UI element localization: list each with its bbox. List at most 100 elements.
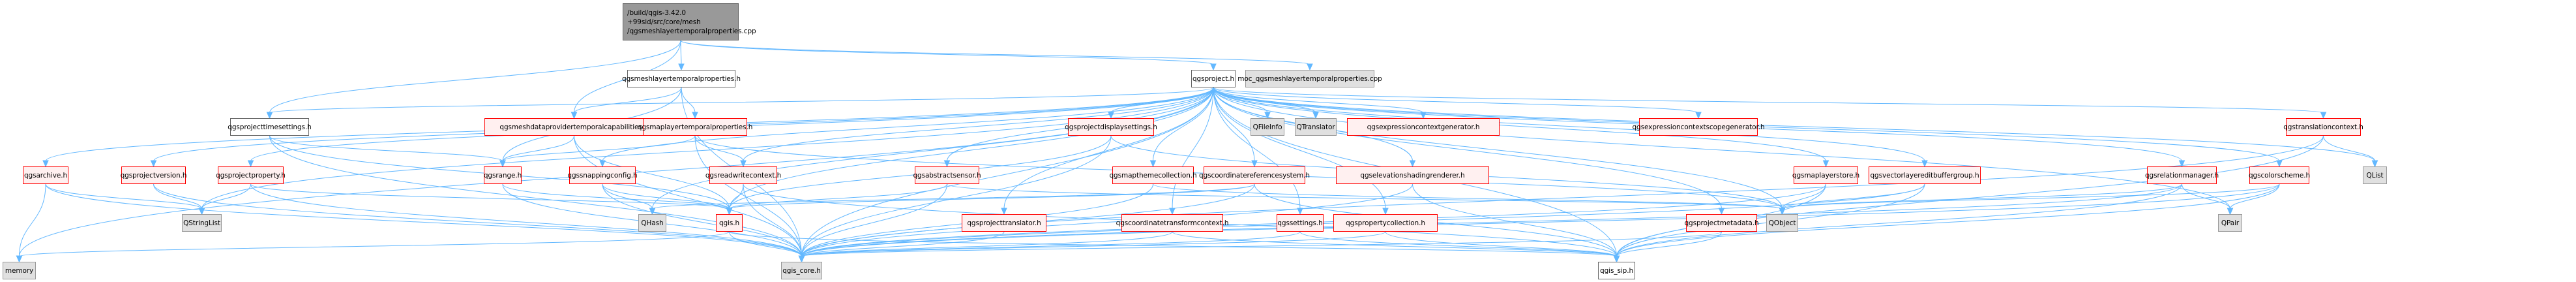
edge-meshdpcap-to-range <box>502 135 574 162</box>
edge-arrowhead <box>1264 112 1271 119</box>
graph-node-maplayerstore[interactable]: qgsmaplayerstore.h <box>1792 166 1859 184</box>
edge-qgis_h-to-qgis_sip <box>729 231 1617 257</box>
edge-arrowhead <box>692 112 698 119</box>
edge-arrowhead <box>649 208 656 215</box>
edge-snapping-to-qhash <box>602 183 653 210</box>
edge-projecttranslator-to-qgis_core <box>801 231 1005 257</box>
edge-arrowhead <box>2227 208 2234 215</box>
graph-node-vlebg[interactable]: qgsvectorlayereditbuffergroup.h <box>1869 166 1981 184</box>
graph-node-qgis-core[interactable]: qgis_core.h <box>781 262 822 279</box>
edge-projecttimesettings-to-range <box>269 135 503 162</box>
edge-abstractsensor-to-qgis_h <box>729 183 947 210</box>
edge-arrowhead <box>1779 208 1786 215</box>
graph-node-projectversion[interactable]: qgsprojectversion.h <box>121 166 187 184</box>
graph-node-mapthemecoll[interactable]: qgsmapthemecollection.h <box>1109 166 1197 184</box>
edge-qgis_h-to-memory <box>19 231 730 257</box>
graph-node-qstringlist[interactable]: QStringList <box>182 214 222 232</box>
graph-node-colorscheme[interactable]: qgscolorscheme.h <box>2249 166 2310 184</box>
edge-project_h-to-qpair <box>1213 87 2230 210</box>
edge-crs-to-qgis_h <box>729 183 1255 210</box>
graph-node-exprctxscope[interactable]: qgsexpressioncontextscopegenerator.h <box>1632 118 1765 136</box>
edge-snapping-to-qgis_h <box>602 183 730 210</box>
edge-root-to-moc <box>680 40 1310 65</box>
graph-node-projectproperty[interactable]: qgsprojectproperty.h <box>216 166 286 184</box>
edge-project_h-to-projecttimesettings <box>269 87 1214 114</box>
graph-node-qhash[interactable]: QHash <box>638 214 666 232</box>
edge-arrowhead <box>247 160 254 168</box>
graph-node-elevshading[interactable]: qgselevationshadingrenderer.h <box>1336 166 1489 184</box>
edge-arrowhead <box>266 112 273 119</box>
graph-node-range[interactable]: qgsrange.h <box>484 166 522 184</box>
graph-node-ctcontext[interactable]: qgscoordinatetransformcontext.h <box>1116 214 1228 232</box>
edge-settings-to-qgis_sip <box>1299 231 1617 257</box>
edge-arrowhead <box>726 208 733 215</box>
graph-node-qlist[interactable]: QList <box>2363 166 2387 184</box>
edge-arrowhead <box>1297 208 1303 215</box>
edge-archive-to-qgis_core <box>45 183 802 257</box>
graph-node-crs[interactable]: qgscoordinatereferencesystem.h <box>1199 166 1310 184</box>
edge-project_h-to-settings <box>1213 87 1301 210</box>
graph-node-projectmetadata[interactable]: qgsprojectmetadata.h <box>1684 214 1759 232</box>
graph-node-moc[interactable]: moc_qgsmeshlayertemporalproperties.cpp <box>1237 70 1382 87</box>
graph-node-maplayertemporal[interactable]: qgsmaplayertemporalproperties.h <box>638 118 752 136</box>
graph-node-root[interactable]: /build/qgis-3.42.0 +99sid/src/core/mesh … <box>623 3 756 40</box>
edge-arrowhead <box>798 255 805 263</box>
edge-project_h-to-snapping <box>602 87 1214 162</box>
edge-ctcontext-to-qgis_core <box>801 231 1173 257</box>
graph-node-settings[interactable]: qgssettings.h <box>1277 214 1324 232</box>
graph-node-memory[interactable]: memory <box>3 262 36 279</box>
edge-project_h-to-qobject <box>1213 87 1783 210</box>
graph-node-snapping[interactable]: qgssnappingconfig.h <box>567 166 638 184</box>
graph-node-exprctxgen[interactable]: qgsexpressioncontextgenerator.h <box>1347 118 1500 136</box>
edge-range-to-qgis_h <box>502 183 730 210</box>
graph-node-qgis-sip[interactable]: qgis_sip.h <box>1598 262 1635 279</box>
edge-arrowhead <box>150 160 157 168</box>
edge-arrowhead <box>42 160 49 168</box>
edge-project_h-to-qstringlist <box>201 87 1214 210</box>
edge-meshdpcap-to-qgis_h <box>574 135 730 210</box>
graph-node-qfileinfo[interactable]: QFileInfo <box>1251 118 1284 136</box>
edge-arrowhead <box>1921 160 1928 168</box>
edge-arrowhead <box>1210 63 1217 71</box>
graph-node-projectdisplay[interactable]: qgsprojectdisplaysettings.h <box>1065 118 1157 136</box>
edge-propcoll-to-qgis_sip <box>1385 231 1617 257</box>
graph-node-projecttranslator[interactable]: qgsprojecttranslator.h <box>962 214 1046 232</box>
graph-node-qgis-h[interactable]: qgis.h <box>716 214 743 232</box>
graph-node-readwrite[interactable]: qgsreadwritecontext.h <box>705 166 781 184</box>
graph-node-project-h[interactable]: qgsproject.h <box>1191 70 1236 87</box>
edge-projecttimesettings-to-qgis_core <box>269 135 802 257</box>
graph-node-archive[interactable]: qgsarchive.h <box>23 166 68 184</box>
edge-arrowhead <box>2178 160 2185 168</box>
graph-node-qpair[interactable]: QPair <box>2218 214 2242 232</box>
edge-projectproperty-to-qgis_h <box>250 183 730 210</box>
graph-node-abstractsensor[interactable]: qgsabstractsensor.h <box>913 166 981 184</box>
edge-propcoll-to-qgis_core <box>801 231 1386 257</box>
edge-arrowhead <box>740 160 747 168</box>
graph-node-relationmgr[interactable]: qgsrelationmanager.h <box>2145 166 2219 184</box>
edge-projectversion-to-qstringlist <box>153 183 202 210</box>
edge-arrowhead <box>678 63 685 71</box>
edge-maplayertemporal-to-qgis_core <box>694 135 802 257</box>
edge-projectproperty-to-qstringlist <box>201 183 251 210</box>
edge-project_h-to-readwrite <box>743 87 1214 162</box>
graph-node-qtranslator[interactable]: QTranslator <box>1295 118 1337 136</box>
edge-arrowhead <box>1251 160 1258 168</box>
graph-node-projecttimesettings[interactable]: qgsprojecttimesettings.h <box>228 118 312 136</box>
edge-maplayerstore-to-qobject <box>1782 183 1826 210</box>
edge-crs-to-qhash <box>652 183 1255 210</box>
edge-abstractsensor-to-qgis_core <box>801 183 947 257</box>
edge-readwrite-to-qgis_core <box>743 183 802 257</box>
edge-relationmgr-to-qobject <box>1782 183 2182 210</box>
edge-arrowhead <box>1149 160 1157 168</box>
edge-arrowhead <box>1312 112 1319 119</box>
edge-project_h-to-mapthemecoll <box>1153 87 1214 162</box>
graph-node-propcoll[interactable]: qgspropertycollection.h <box>1333 214 1438 232</box>
edge-maplayertemporal-to-range <box>502 135 696 162</box>
edge-projectversion-to-qgis_core <box>153 183 802 257</box>
graph-node-mltp-h[interactable]: qgsmeshlayertemporalproperties.h <box>622 70 741 87</box>
graph-node-meshdpcap[interactable]: qgsmeshdataprovidertemporalcapabilities.… <box>484 118 664 136</box>
graph-node-translationctx[interactable]: qgstranslationcontext.h <box>2283 118 2363 136</box>
graph-node-qobject[interactable]: QObject <box>1766 214 1798 232</box>
edge-arrowhead <box>1409 160 1416 168</box>
